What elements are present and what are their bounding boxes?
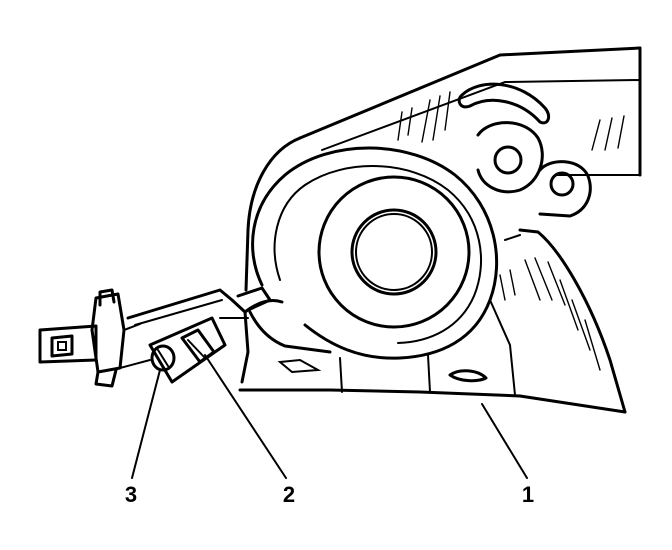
electrical-connector — [38, 288, 151, 388]
round-cover — [251, 146, 499, 360]
callout-3: 3 — [125, 482, 137, 507]
leader-line-1 — [481, 403, 528, 479]
leader-lines — [131, 354, 528, 479]
sensor-bolt — [150, 344, 176, 372]
sensor-bracket — [126, 286, 284, 384]
leader-line-2 — [204, 354, 287, 479]
sensor-body — [148, 316, 227, 384]
leader-line-3 — [131, 369, 161, 479]
callout-2: 2 — [283, 482, 295, 507]
mounting-ear-right — [538, 160, 592, 218]
lower-body — [238, 228, 627, 414]
mounting-ear-left — [476, 121, 544, 194]
engine-housing — [244, 46, 642, 292]
callout-1: 1 — [522, 482, 534, 507]
